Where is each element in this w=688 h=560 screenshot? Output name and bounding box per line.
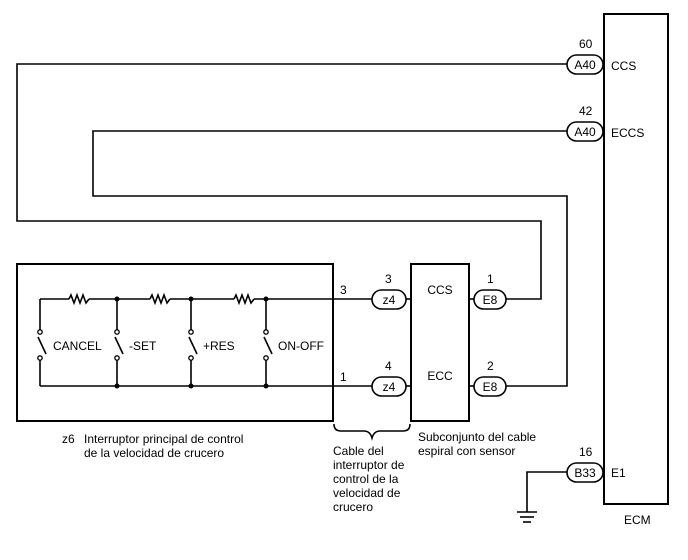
- ecm-pin-ccs-number: 60: [579, 37, 593, 51]
- ground-symbol: [517, 511, 537, 523]
- wire-ccs: [16, 63, 567, 300]
- cable-caption-line5: crucero: [333, 500, 373, 514]
- switch-terminal-top: 3: [340, 283, 347, 297]
- contact-on-off-label: ON-OFF: [278, 339, 324, 353]
- contact-set-label: -SET: [129, 339, 157, 353]
- cable-connector-top: [371, 289, 407, 310]
- contact-cancel-label: CANCEL: [53, 339, 102, 353]
- ecm-connector-e1-label: B33: [574, 466, 596, 480]
- ecm-pin-ccs-name: CCS: [611, 59, 636, 73]
- contact-res: [188, 299, 198, 386]
- contact-on-off: [263, 299, 273, 386]
- spiral-caption-line1: Subconjunto del cable: [418, 430, 536, 444]
- e8-connector-bottom-label: E8: [483, 380, 498, 394]
- e8-pin-top: 1: [487, 272, 494, 286]
- cable-connector-top-label: z4: [383, 293, 396, 307]
- contact-set: [114, 299, 124, 386]
- e8-connector-bottom: [473, 376, 507, 397]
- ecm-connector-eccs-label: A40: [574, 125, 596, 139]
- switch-box: [16, 263, 334, 422]
- cable-pin-top: 3: [385, 272, 392, 286]
- cable-pin-bottom: 4: [385, 359, 392, 373]
- switch-id: z6: [62, 432, 75, 446]
- cable-connector-bottom-label: z4: [383, 380, 396, 394]
- e8-pin-bottom: 2: [487, 359, 494, 373]
- cable-caption-line4: velocidad de: [333, 486, 401, 500]
- ecm-label: ECM: [624, 513, 651, 527]
- ecm-pin-eccs-name: ECCS: [611, 126, 644, 140]
- spiral-caption-line2: espiral con sensor: [418, 444, 515, 458]
- spiral-label-bottom: ECC: [427, 369, 453, 383]
- e8-connector-top: [473, 289, 507, 310]
- switch-caption-line1: Interruptor principal de control: [84, 432, 243, 446]
- ecm-connector-ccs-label: A40: [574, 58, 596, 72]
- ecm-box: [603, 13, 669, 505]
- cable-caption-line1: Cable del: [333, 444, 384, 458]
- wire-ground: [526, 471, 567, 512]
- cable-caption-line3: control de la: [333, 472, 399, 486]
- contact-cancel: [37, 299, 47, 386]
- cable-connector-bottom: [371, 376, 407, 397]
- cable-caption-line2: interruptor de: [333, 458, 405, 472]
- spiral-label-top: CCS: [427, 283, 452, 297]
- ecm-pin-e1-number: 16: [579, 445, 593, 459]
- ecm-pin-eccs-number: 42: [579, 104, 593, 118]
- contact-res-label: +RES: [203, 339, 235, 353]
- switch-top-rail: [40, 292, 333, 306]
- cable-brace: [333, 423, 411, 441]
- e8-connector-top-label: E8: [483, 293, 498, 307]
- spiral-box: [410, 263, 470, 422]
- switch-caption-line2: de la velocidad de crucero: [84, 446, 224, 460]
- switch-terminal-bottom: 1: [340, 370, 347, 384]
- ecm-pin-e1-name: E1: [611, 466, 626, 480]
- wire-eccs: [92, 130, 568, 387]
